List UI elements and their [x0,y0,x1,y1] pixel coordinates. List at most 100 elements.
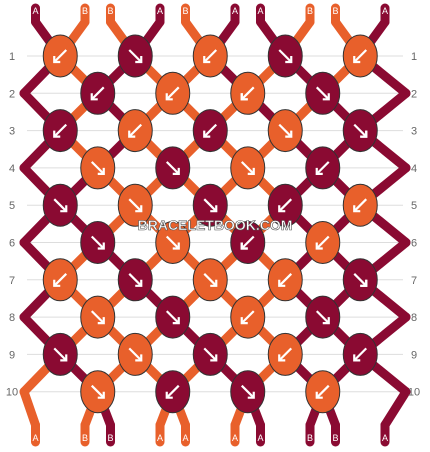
knot-arrowhead-icon [278,205,286,213]
knot-arrow-icon [278,198,293,212]
row-label-right: 1 [411,51,417,63]
knot-arrow-icon [203,347,218,362]
row-label-left: 9 [9,349,15,361]
knot [267,258,303,302]
knot [117,109,153,153]
knot-arrow-icon [128,198,143,212]
knot [305,221,341,264]
knot [80,146,116,190]
knot-arrowhead-icon [285,56,293,64]
knot-arrow-icon [315,161,330,175]
knot-arrowhead-icon [172,167,180,175]
knot-arrowhead-icon [210,205,218,213]
knot-arrowhead-icon [53,56,61,64]
knot-arrow-icon [203,273,218,287]
string-label-bottom: A [182,433,188,443]
knot-arrowhead-icon [165,391,173,399]
knot [267,109,303,153]
string-label-bottom: B [82,433,88,443]
knot-arrow-icon [53,273,68,287]
knot-arrow-icon [90,161,105,175]
knot-arrowhead-icon [247,391,255,399]
knot-arrow-icon [203,123,218,138]
row-label-left: 3 [9,126,15,138]
knot-arrowhead-icon [240,317,248,325]
knot-arrowhead-icon [90,93,98,101]
knot-arrow-icon [53,347,68,362]
knot-arrowhead-icon [97,167,105,175]
knot [230,71,266,115]
knot [305,370,341,414]
knot-arrow-icon [278,49,293,63]
knot-arrow-icon [278,273,293,287]
knot [230,370,266,414]
knot [267,183,303,227]
knot [80,295,116,339]
knot [342,258,378,302]
string-label-top: A [232,6,238,16]
knot-arrowhead-icon [315,167,323,175]
knot [155,146,191,190]
knot-arrowhead-icon [322,317,330,325]
knot-arrow-icon [90,310,105,324]
knot-arrow-icon [315,235,330,250]
knot-arrow-icon [53,123,68,138]
knot-arrow-icon [353,49,368,63]
knot [192,258,228,302]
knot [155,295,191,339]
row-label-right: 10 [408,387,420,399]
knot-arrow-icon [353,347,368,362]
knot-arrowhead-icon [135,56,143,64]
knot-arrow-icon [203,49,218,63]
knot-arrowhead-icon [172,317,180,325]
thread-segment [19,387,40,430]
knot-arrowhead-icon [60,205,68,213]
knot [305,71,341,115]
knot-arrow-icon [278,347,293,362]
string-label-top: B [332,6,338,16]
knot-arrow-icon [240,310,255,324]
knot-arrow-icon [240,86,255,101]
knot-arrowhead-icon [353,205,361,213]
knot [117,34,153,78]
knot-arrow-icon [353,198,368,212]
knot [42,332,78,376]
string-label-bottom: A [32,433,38,443]
knot-arrow-icon [353,123,368,138]
row-label-left: 6 [9,238,15,250]
knot-arrow-icon [128,123,143,138]
knot-arrow-icon [165,384,180,399]
knot-arrowhead-icon [135,279,143,287]
row-label-right: 8 [411,312,417,324]
knot [342,183,378,227]
knot [42,34,78,78]
row-label-left: 7 [9,275,15,287]
knot-arrow-icon [90,235,105,250]
knot [80,221,116,264]
knot [155,370,191,414]
string-label-top: A [157,6,163,16]
string-label-bottom: B [307,433,313,443]
knot-arrowhead-icon [322,93,330,101]
string-label-top: A [32,6,38,16]
row-label-right: 9 [411,349,417,361]
knot-arrowhead-icon [360,130,368,138]
knot [80,370,116,414]
knot [117,258,153,302]
knot-arrowhead-icon [60,354,68,362]
knot [192,183,228,227]
knot [42,258,78,302]
knot-arrowhead-icon [353,56,361,64]
knot-arrow-icon [128,347,143,362]
row-label-right: 3 [411,126,417,138]
knot [192,34,228,78]
row-label-left: 8 [9,312,15,324]
knot-arrowhead-icon [210,279,218,287]
knot-arrow-icon [353,273,368,287]
knot-arrowhead-icon [278,279,286,287]
knot [42,109,78,153]
knot [342,332,378,376]
knot-arrow-icon [278,123,293,138]
knot [192,332,228,376]
